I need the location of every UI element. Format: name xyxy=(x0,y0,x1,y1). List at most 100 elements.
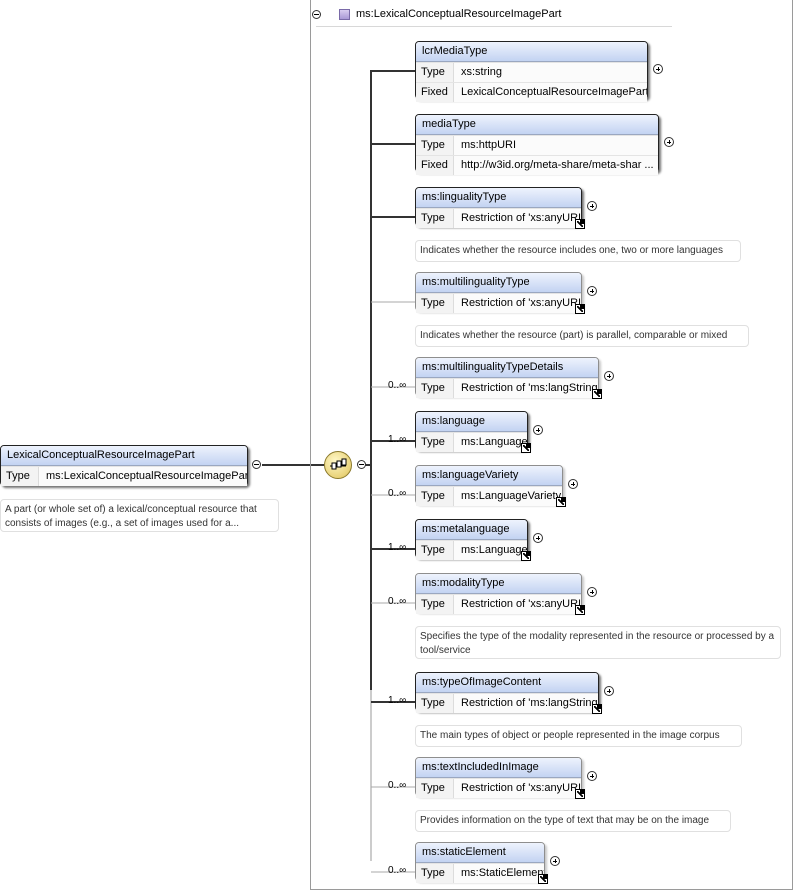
type-reference-icon[interactable] xyxy=(592,389,602,399)
type-reference-icon[interactable] xyxy=(575,789,585,799)
child-documentation: Provides information on the type of text… xyxy=(415,810,731,832)
collapse-root-icon[interactable] xyxy=(252,460,261,469)
expand-child-icon[interactable] xyxy=(587,587,597,597)
type-reference-icon[interactable] xyxy=(575,304,585,314)
root-type-row: Type ms:LexicalConceptualResourceImagePa… xyxy=(1,466,247,486)
child-type-value: ms:httpURI xyxy=(454,136,658,155)
type-reference-icon[interactable] xyxy=(575,605,585,615)
expand-child-icon[interactable] xyxy=(604,371,614,381)
cardinality-label: 0..∞ xyxy=(388,865,407,876)
expand-child-icon[interactable] xyxy=(604,686,614,696)
child-type-value: Restriction of 'xs:anyURI' xyxy=(454,209,581,228)
child-element-name: ms:multilingualityType xyxy=(416,273,581,293)
child-element-name: lcrMediaType xyxy=(416,42,647,62)
type-reference-icon[interactable] xyxy=(538,874,548,884)
expand-child-icon[interactable] xyxy=(587,201,597,211)
child-type-value: ms:Language xyxy=(454,541,527,560)
expand-child-icon[interactable] xyxy=(587,286,597,296)
child-element-name: ms:metalanguage xyxy=(416,520,527,540)
collapse-complex-type-icon[interactable] xyxy=(312,9,321,19)
child-documentation: The main types of object or people repre… xyxy=(415,725,742,747)
child-type-label: Type xyxy=(416,379,454,398)
child-element-name: ms:multilingualityTypeDetails xyxy=(416,358,598,378)
child-type-label: Type xyxy=(416,63,454,82)
child-documentation: Specifies the type of the modality repre… xyxy=(415,626,781,659)
type-reference-icon[interactable] xyxy=(575,219,585,229)
root-documentation: A part (or whole set of) a lexical/conce… xyxy=(0,499,279,532)
complex-type-title: ms:LexicalConceptualResourceImagePart xyxy=(356,8,562,20)
root-element-box[interactable]: LexicalConceptualResourceImagePart Type … xyxy=(0,445,248,486)
child-type-value: ms:StaticElement xyxy=(454,864,544,883)
expand-child-icon[interactable] xyxy=(533,533,543,543)
expand-child-icon[interactable] xyxy=(664,137,674,147)
child-element-name: ms:languageVariety xyxy=(416,466,562,486)
child-element-name: ms:textIncludedInImage xyxy=(416,758,581,778)
collapse-sequence-icon[interactable] xyxy=(357,460,366,469)
type-reference-icon[interactable] xyxy=(592,704,602,714)
type-reference-icon[interactable] xyxy=(556,497,566,507)
child-fixed-value: http://w3id.org/meta-share/meta-shar ... xyxy=(454,156,658,175)
child-type-label: Type xyxy=(416,433,454,452)
child-fixed-value: LexicalConceptualResourceImagePart xyxy=(454,83,647,102)
child-element-name: mediaType xyxy=(416,115,658,135)
child-type-value: Restriction of 'xs:anyURI' xyxy=(454,779,581,798)
cardinality-label: 0..∞ xyxy=(388,488,407,499)
complex-type-header: ms:LexicalConceptualResourceImagePart xyxy=(312,4,561,24)
child-type-value: Restriction of 'xs:anyURI' xyxy=(454,294,581,313)
sequence-compositor-icon[interactable] xyxy=(324,451,352,479)
sequence-glyph-icon xyxy=(330,458,347,470)
child-type-value: ms:Language xyxy=(454,433,527,452)
child-type-label: Type xyxy=(416,779,454,798)
expand-child-icon[interactable] xyxy=(550,856,560,866)
root-type-value: ms:LexicalConceptualResourceImagePart xyxy=(39,467,247,486)
type-reference-icon[interactable] xyxy=(521,443,531,453)
expand-child-icon[interactable] xyxy=(653,64,663,74)
child-type-label: Type xyxy=(416,541,454,560)
root-type-label: Type xyxy=(1,467,39,486)
cardinality-label: 0..∞ xyxy=(388,380,407,391)
child-type-label: Type xyxy=(416,595,454,614)
type-reference-icon[interactable] xyxy=(521,551,531,561)
child-type-value: Restriction of 'ms:langString' xyxy=(454,694,598,713)
child-type-label: Type xyxy=(416,136,454,155)
expand-child-icon[interactable] xyxy=(568,479,578,489)
child-type-value: ms:LanguageVariety xyxy=(454,487,562,506)
cardinality-label: 1..∞ xyxy=(388,695,407,706)
child-element-name: ms:modalityType xyxy=(416,574,581,594)
complex-type-frame xyxy=(310,0,793,890)
complex-type-icon xyxy=(339,8,350,20)
expand-child-icon[interactable] xyxy=(533,425,543,435)
expand-child-icon[interactable] xyxy=(587,771,597,781)
child-type-label: Type xyxy=(416,864,454,883)
child-type-value: Restriction of 'ms:langString' xyxy=(454,379,598,398)
child-element-name: ms:language xyxy=(416,412,527,432)
child-type-label: Type xyxy=(416,209,454,228)
child-documentation: Indicates whether the resource includes … xyxy=(415,240,741,262)
child-element-name: ms:typeOfImageContent xyxy=(416,673,598,693)
cardinality-label: 1..∞ xyxy=(388,542,407,553)
child-type-label: Type xyxy=(416,694,454,713)
